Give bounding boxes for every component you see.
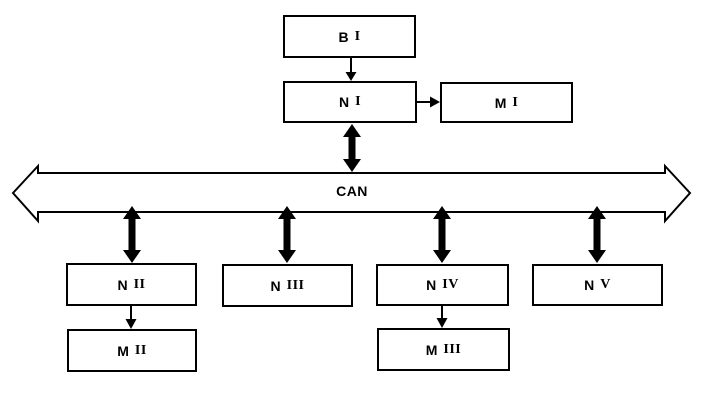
node-n3: N III: [222, 264, 353, 307]
node-n2: N II: [66, 263, 197, 306]
node-b1-letter: B: [338, 28, 350, 45]
node-b1: B I: [283, 15, 416, 58]
node-m1-numeral: I: [512, 94, 519, 110]
edge-nii-mii-arrow: [125, 306, 137, 329]
node-n5-letter: N: [584, 277, 596, 293]
node-m3: M III: [377, 328, 510, 371]
node-m3-letter: M: [425, 341, 439, 358]
edge-bi-ni-arrow: [345, 58, 357, 81]
node-m1-letter: M: [494, 94, 508, 111]
node-n5-numeral: V: [600, 277, 611, 292]
edge-can-niv-double-arrow: [433, 206, 451, 263]
node-n2-numeral: II: [133, 276, 146, 292]
edge-ni-can-double-arrow: [343, 124, 361, 172]
edge-niv-miii-arrow: [436, 306, 448, 328]
node-n4-numeral: IV: [442, 277, 459, 292]
node-n1: N I: [283, 81, 417, 123]
can-bus-arrow: [11, 163, 692, 224]
edge-can-niii-double-arrow: [278, 206, 296, 263]
node-n1-numeral: I: [355, 94, 362, 109]
edge-can-nii-double-arrow: [123, 206, 141, 263]
node-n3-letter: N: [270, 277, 282, 294]
edge-ni-mi-arrow: [417, 96, 440, 108]
node-n4-letter: N: [426, 277, 438, 293]
node-n5: N V: [532, 264, 663, 306]
node-m2: M II: [67, 329, 197, 372]
node-n2-letter: N: [117, 276, 129, 293]
edge-can-nv-double-arrow: [588, 206, 606, 263]
node-m2-numeral: II: [134, 342, 147, 358]
node-n4: N IV: [376, 264, 509, 306]
node-b1-numeral: I: [354, 28, 361, 44]
node-m2-letter: M: [117, 342, 130, 359]
node-n1-letter: N: [338, 94, 351, 110]
can-bus-label: CAN: [336, 183, 368, 199]
node-m1: M I: [440, 82, 573, 123]
node-m3-numeral: III: [443, 341, 462, 357]
node-n3-numeral: III: [286, 277, 305, 293]
